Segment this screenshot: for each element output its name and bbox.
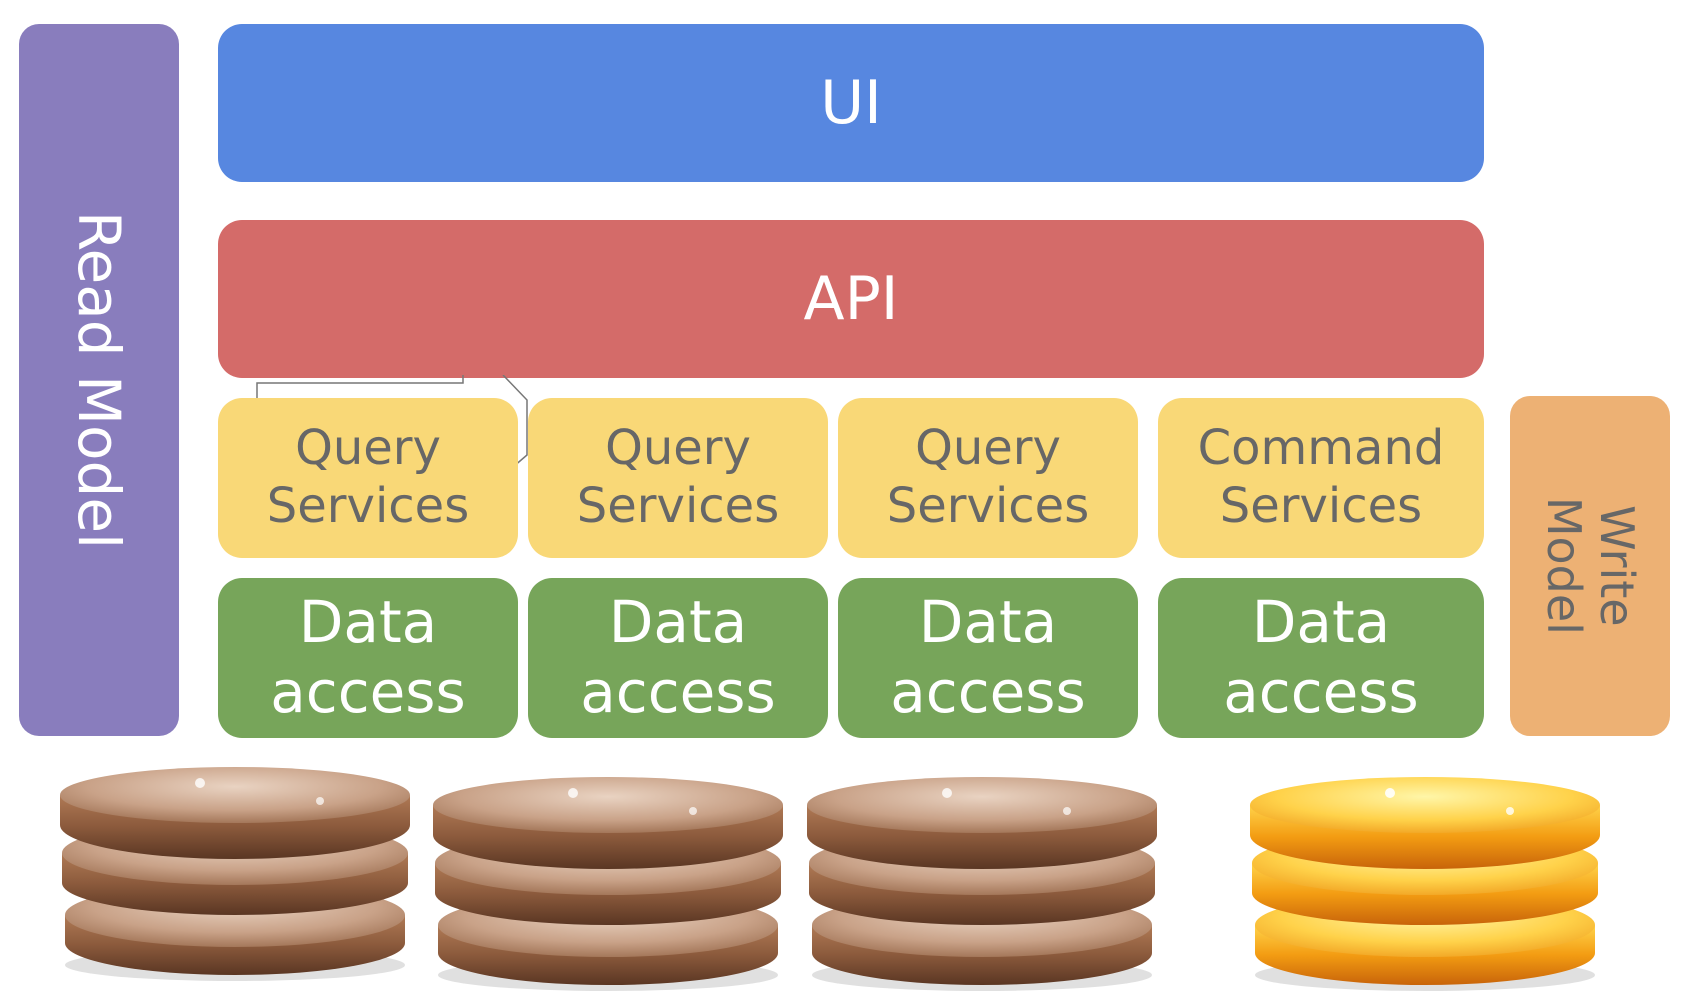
data-access-3: Data access xyxy=(838,578,1138,738)
service-label-line1: Query xyxy=(915,420,1061,477)
data-access-label-line2: access xyxy=(580,658,776,726)
ui-layer: UI xyxy=(218,24,1484,182)
write-database-icon xyxy=(1250,777,1600,991)
read-database-2-icon xyxy=(433,777,783,991)
data-access-4: Data access xyxy=(1158,578,1484,738)
read-model-bar: Read Model xyxy=(19,24,179,736)
service-label-line1: Query xyxy=(605,420,751,477)
data-access-label-line1: Data xyxy=(918,588,1058,657)
service-label-line2: Services xyxy=(266,478,470,534)
connector-lines xyxy=(256,375,528,468)
data-access-label-line2: access xyxy=(270,658,466,726)
data-access-label-line1: Data xyxy=(1251,588,1391,657)
read-model-label: Read Model xyxy=(65,210,134,550)
data-access-1: Data access xyxy=(218,578,518,738)
data-access-label-line1: Data xyxy=(608,588,748,657)
service-label-line2: Services xyxy=(576,478,780,534)
write-model-label: Write Model xyxy=(1537,496,1644,636)
command-services: Command Services xyxy=(1158,398,1484,558)
data-access-label-line1: Data xyxy=(298,588,438,657)
query-services-2: Query Services xyxy=(528,398,828,558)
service-label-line2: Services xyxy=(1219,478,1423,534)
write-model-bar: Write Model xyxy=(1510,396,1670,736)
service-label-line1: Command xyxy=(1197,420,1445,477)
read-database-3-icon xyxy=(807,777,1157,991)
query-services-1: Query Services xyxy=(218,398,518,558)
service-label-line1: Query xyxy=(295,420,441,477)
data-access-label-line2: access xyxy=(1223,658,1419,726)
read-database-1-icon xyxy=(60,767,410,981)
api-layer-label: API xyxy=(803,264,899,334)
api-layer: API xyxy=(218,220,1484,378)
query-services-3: Query Services xyxy=(838,398,1138,558)
service-label-line2: Services xyxy=(886,478,1090,534)
ui-layer-label: UI xyxy=(820,68,882,138)
data-access-2: Data access xyxy=(528,578,828,738)
data-access-label-line2: access xyxy=(890,658,1086,726)
